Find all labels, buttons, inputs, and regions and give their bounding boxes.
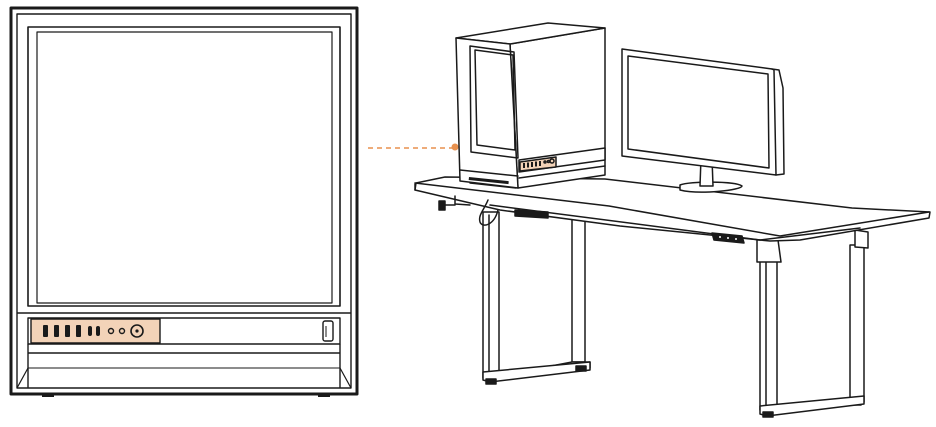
- desk-frame-beam: [489, 204, 861, 241]
- pc-case-glass: [474, 49, 516, 151]
- front-io-panel: [30, 318, 161, 344]
- monitor-screen: [627, 55, 770, 169]
- desk-leg-back-right: [849, 229, 869, 406]
- monitor-icon: [621, 48, 785, 193]
- case-foot-left: [42, 394, 54, 397]
- case-foot-right: [318, 394, 330, 397]
- power-button-icon: [130, 324, 144, 338]
- front-io-bar: [27, 317, 341, 345]
- monitor-body: [621, 48, 777, 176]
- case-inner-frame: [16, 13, 352, 389]
- side-glass-panel: [27, 26, 341, 307]
- usb-port-icon: [76, 325, 81, 337]
- desk-top: [414, 176, 931, 242]
- desk-leg-back-left: [519, 214, 591, 379]
- callout-dot: [451, 143, 459, 151]
- under-desk-bracket: [478, 199, 549, 226]
- pc-case-icon: [455, 22, 606, 189]
- side-glass-inner: [36, 31, 333, 304]
- usb-port-icon: [54, 325, 59, 337]
- desk-leg-front-left: [482, 211, 591, 385]
- audio-jack-icon: [118, 327, 126, 335]
- height-control-panel-icon: [711, 232, 745, 244]
- power-button-center: [135, 329, 139, 333]
- crank-handle-icon: [438, 195, 471, 211]
- usb-c-port-icon: [88, 326, 92, 336]
- monitor-side: [771, 68, 785, 176]
- callout-leader: [368, 143, 459, 151]
- desk-leg-front-right: [756, 239, 865, 418]
- front-io-ports: [43, 325, 100, 337]
- case-outer-frame: [9, 6, 359, 396]
- usb-port-icon: [65, 325, 70, 337]
- reset-switch-icon: [322, 320, 334, 342]
- audio-jack-icon: [107, 327, 115, 335]
- desk-scene: [414, 22, 931, 418]
- usb-c-port-icon: [96, 326, 100, 336]
- usb-port-icon: [43, 325, 48, 337]
- monitor-stand-base: [679, 181, 743, 193]
- pc-case-front: [455, 37, 519, 189]
- pc-case-front-view: [9, 6, 359, 397]
